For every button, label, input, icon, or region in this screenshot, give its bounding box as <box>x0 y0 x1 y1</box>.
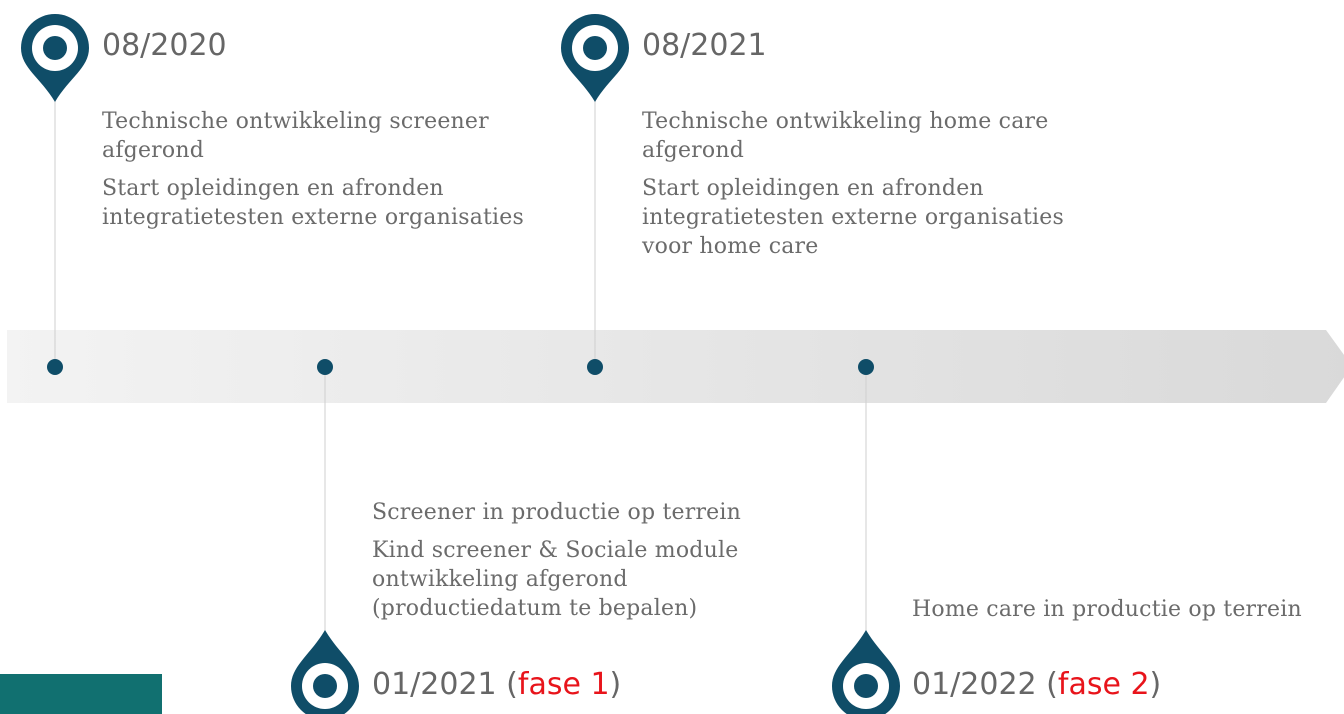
milestone-date-text: 08/2020 <box>102 28 227 63</box>
timeline-dot-icon <box>317 359 333 375</box>
milestone-date-text: 01/2022 <box>912 667 1037 702</box>
timeline-dot-icon <box>858 359 874 375</box>
milestone-description: Technische ontwikkeling home care afgero… <box>642 107 1082 270</box>
milestone-date-text: 01/2021 <box>372 667 497 702</box>
drop-pin-icon <box>291 630 359 714</box>
drop-pin-icon <box>832 630 900 714</box>
milestone-description: Technische ontwikkeling screener afgeron… <box>102 107 542 241</box>
milestone-line: Technische ontwikkeling screener afgeron… <box>102 109 489 163</box>
timeline-dot-icon <box>587 359 603 375</box>
phase-label: fase 2 <box>1057 667 1150 702</box>
corner-accent-bar <box>0 674 162 714</box>
timeline-dot-icon <box>47 359 63 375</box>
timeline-arrow <box>7 330 1344 403</box>
map-pin-icon <box>561 14 629 102</box>
milestone-line: Kind screener & Sociale module ontwikkel… <box>372 538 739 621</box>
milestone-date-text: 08/2021 <box>642 28 767 63</box>
milestone-line: Start opleidingen en afronden integratie… <box>642 176 1064 259</box>
milestone-line: Home care in productie op terrein <box>912 597 1302 622</box>
milestone-date: 01/2021 (fase 1) <box>372 667 622 702</box>
map-pin-icon <box>21 14 89 102</box>
phase-label: fase 1 <box>517 667 610 702</box>
milestone-description: Home care in productie op terrein <box>912 595 1332 633</box>
milestone-date: 01/2022 (fase 2) <box>912 667 1162 702</box>
milestone-description: Screener in productie op terrein Kind sc… <box>372 498 792 632</box>
milestone-line: Start opleidingen en afronden integratie… <box>102 176 524 230</box>
milestone-line: Technische ontwikkeling home care afgero… <box>642 109 1049 163</box>
milestone-line: Screener in productie op terrein <box>372 500 741 525</box>
milestone-date: 08/2021 <box>642 29 767 63</box>
milestone-date: 08/2020 <box>102 29 227 63</box>
